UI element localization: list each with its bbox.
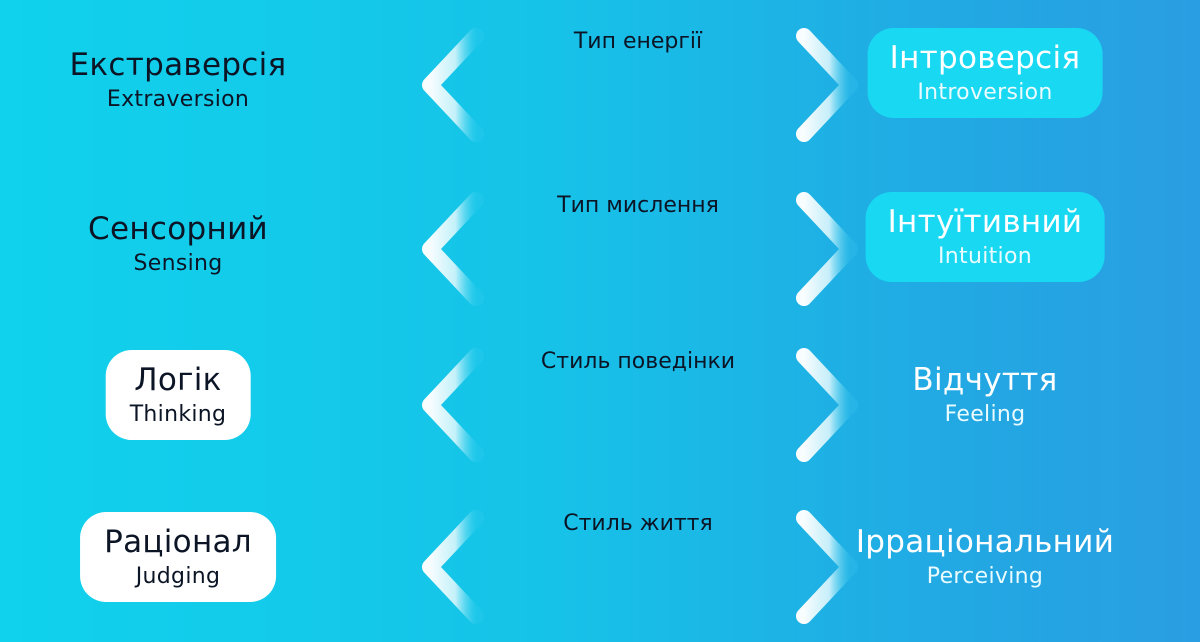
right-pole-subtitle: Introversion [917,80,1053,105]
double-arrow-icon [422,348,858,462]
left-pole-subtitle: Extraversion [106,87,250,112]
axis-label: Тип енергії [573,29,703,54]
double-arrow-icon [422,510,858,624]
left-pole-sensing: Сенсорний Sensing [88,209,268,279]
dichotomy-row-thinking-type: Сенсорний Sensing Тип мислення Інтуїтивн… [0,174,1200,324]
left-pole-subtitle: Thinking [129,402,227,427]
left-pole-subtitle: Judging [135,564,221,589]
left-pole-title: Раціонал [104,524,252,560]
dichotomy-row-energy: Екстраверсія Extraversion Тип енергії Ін… [0,10,1200,160]
left-pole-title: Логік [134,362,222,398]
left-pole-thinking: Логік Thinking [105,350,251,440]
left-pole-title: Екстраверсія [69,47,287,83]
right-pole-title: Ірраціональний [855,524,1115,560]
double-arrow-icon [422,28,858,142]
axis-label: Тип мислення [557,193,719,218]
right-pole-subtitle: Feeling [944,402,1026,427]
axis-label: Стиль поведінки [540,349,736,374]
left-pole-judging: Раціонал Judging [80,512,276,602]
right-pole-title: Інтроверсія [889,40,1081,76]
dichotomy-row-behavior-style: Логік Thinking Стиль поведінки Відчуття … [0,330,1200,480]
left-pole-extraversion: Екстраверсія Extraversion [69,45,286,115]
right-pole-title: Інтуїтивний [887,204,1083,240]
double-arrow-icon [422,192,858,306]
left-pole-subtitle: Sensing [133,251,223,276]
right-pole-perceiving: Ірраціональний Perceiving [856,522,1114,592]
dichotomy-row-life-style: Раціонал Judging Стиль життя Ірраціональ… [0,492,1200,642]
right-pole-title: Відчуття [912,362,1058,398]
right-pole-intuition: Інтуїтивний Intuition [865,192,1105,282]
axis-label: Стиль життя [563,511,713,536]
left-pole-title: Сенсорний [88,211,268,247]
right-pole-subtitle: Perceiving [926,564,1044,589]
right-pole-feeling: Відчуття Feeling [912,360,1057,430]
right-pole-introversion: Інтроверсія Introversion [867,28,1103,118]
right-pole-subtitle: Intuition [938,244,1032,269]
